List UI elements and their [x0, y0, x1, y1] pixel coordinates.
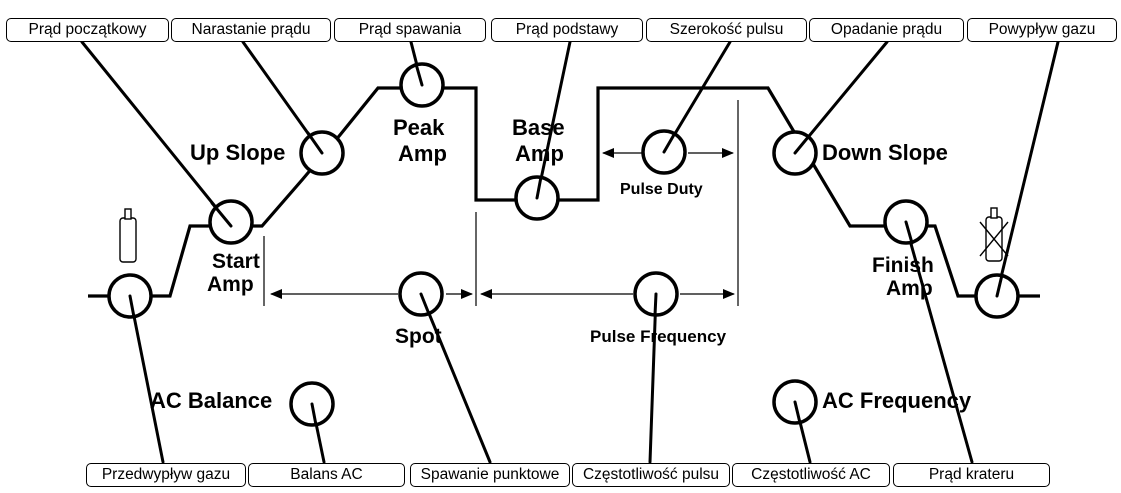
leader-gas-off-tip [995, 273, 1004, 298]
label-crater-amp-pl: Prąd krateru [893, 463, 1050, 487]
caption-ac-balance: AC Balance [150, 388, 273, 413]
leader-down-slope [793, 40, 889, 155]
gas-cylinder-crossed-icon [979, 207, 1009, 262]
caption-finish-amp-line1: Finish [872, 254, 934, 277]
leader-peak-amp-tip [414, 62, 424, 87]
caption-base-amp-line2: Amp [515, 141, 564, 166]
caption-ac-frequency: AC Frequency [822, 388, 972, 413]
label-pulse-duty-pl: Szerokość pulsu [646, 18, 807, 42]
label-ac-frequency-pl: Częstotliwość AC [732, 463, 890, 487]
leader-start-amp-tip [210, 201, 233, 228]
label-post-gas-pl: Powypływ gazu [967, 18, 1117, 42]
label-ac-balance-pl: Balans AC [248, 463, 405, 487]
label-start-amp-pl: Prąd początkowy [6, 18, 169, 42]
caption-up-slope: Up Slope [190, 140, 286, 165]
leader-spot [419, 292, 492, 464]
leader-crater-amp [904, 224, 974, 464]
caption-pulse-duty: Pulse Duty [620, 181, 703, 198]
label-base-amp-pl: Prąd podstawy [491, 18, 643, 42]
label-peak-amp-pl: Prąd spawania [334, 18, 486, 42]
caption-peak-amp-line2: Amp [398, 141, 447, 166]
leader-base-amp [535, 40, 572, 200]
label-spot-pl: Spawanie punktowe [410, 463, 570, 487]
caption-peak-amp-line1: Peak [393, 115, 445, 140]
caption-start-amp-line1: Start [212, 250, 260, 273]
leader-down-slope-tip [793, 134, 811, 155]
caption-down-slope: Down Slope [822, 140, 948, 165]
caption-pulse-frequency: Pulse Frequency [590, 327, 727, 346]
leader-spot-tip [419, 292, 431, 316]
caption-start-amp-line2: Amp [207, 273, 254, 296]
label-up-slope-pl: Narastanie prądu [171, 18, 331, 42]
leader-ac-frequency-tip [793, 400, 802, 425]
leader-up-slope-tip [306, 131, 324, 155]
leader-start-amp [80, 40, 233, 228]
leader-pulse-duty-tip [662, 131, 677, 154]
leader-base-amp-tip [535, 175, 543, 200]
leader-pulse-frequency-tip [653, 292, 658, 317]
leader-gas-off [995, 40, 1060, 296]
caption-spot: Spot [395, 325, 442, 348]
leader-pre-gas [128, 294, 165, 464]
leader-pulse-frequency [648, 292, 658, 464]
leader-ac-balance-tip [310, 402, 318, 427]
leader-crater-amp-tip [904, 220, 914, 245]
label-pulse-frequency-pl: Częstotliwość pulsu [572, 463, 730, 487]
gas-cylinder-icon [119, 208, 137, 263]
label-down-slope-pl: Opadanie prądu [809, 18, 964, 42]
leader-pre-gas-tip [128, 294, 136, 319]
caption-finish-amp-line2: Amp [886, 277, 933, 300]
label-pre-gas-pl: Przedwypływ gazu [86, 463, 246, 487]
caption-base-amp-line1: Base [512, 115, 565, 140]
